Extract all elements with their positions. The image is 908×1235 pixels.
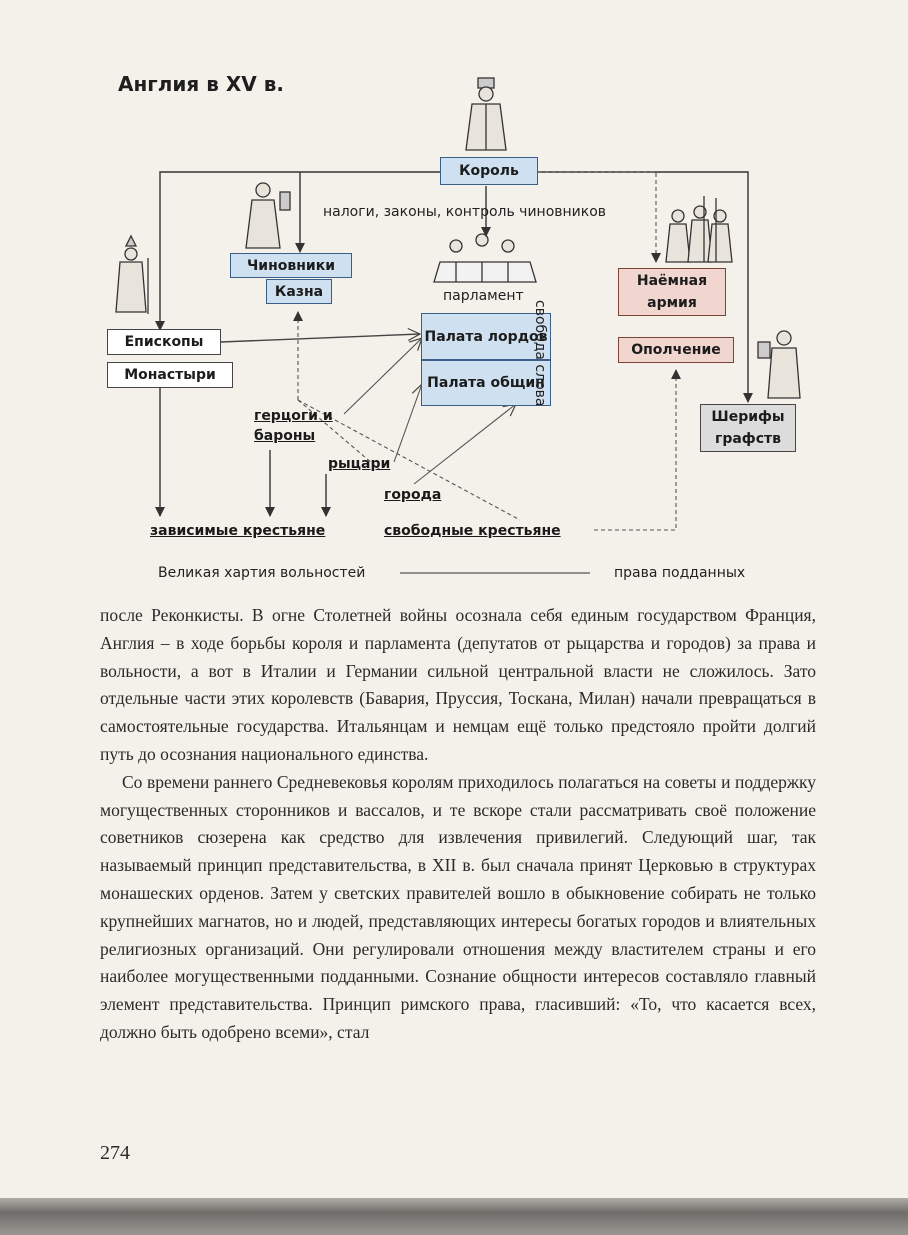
sheriff-figure-icon bbox=[757, 330, 801, 399]
free-speech-label: свобода слова bbox=[532, 300, 548, 407]
body-text: после Реконкисты. В огне Столетней войны… bbox=[100, 602, 816, 1047]
militia-box: Ополчение bbox=[618, 337, 734, 363]
county-sheriffs-box: Шерифы графств bbox=[700, 404, 796, 452]
treasury-box: Казна bbox=[266, 279, 332, 304]
house-of-lords-box: Палата лордов bbox=[421, 313, 551, 360]
mercenary-army-box: Наёмная армия bbox=[618, 268, 726, 316]
dukes-barons-label: герцоги и бароны bbox=[254, 408, 333, 444]
free-peasants-label: свободные крестьяне bbox=[384, 523, 561, 539]
soldiers-figure-icon bbox=[665, 196, 733, 263]
taxes-laws-label: налоги, законы, контроль чиновников bbox=[323, 204, 607, 220]
dependent-peasants-label: зависимые крестьяне bbox=[150, 523, 326, 539]
bishop-figure-icon bbox=[115, 234, 149, 314]
officials-box: Чиновники bbox=[230, 253, 352, 278]
scan-bottom-edge bbox=[0, 1198, 908, 1235]
diagram-connectors bbox=[115, 77, 801, 574]
magna-carta-label: Великая хартия вольностей bbox=[158, 565, 366, 581]
paragraph-2: Со времени раннего Средневековья королям… bbox=[100, 771, 816, 1042]
page-number: 274 bbox=[100, 1142, 130, 1164]
knights-label: рыцари bbox=[328, 456, 391, 472]
diagram-title: Англия в XV в. bbox=[118, 72, 284, 96]
monasteries-box: Монастыри bbox=[107, 362, 233, 388]
house-of-commons-box: Палата общин bbox=[421, 360, 551, 406]
bishops-box: Епископы bbox=[107, 329, 221, 355]
towns-label: города bbox=[384, 487, 442, 503]
subject-rights-label: права подданных bbox=[614, 565, 746, 581]
official-figure-icon bbox=[245, 182, 291, 249]
king-box: Король bbox=[440, 157, 538, 185]
parliament-figures-icon bbox=[433, 233, 537, 283]
parliament-label: парламент bbox=[443, 288, 524, 304]
paragraph-1: после Реконкисты. В огне Столетней войны… bbox=[100, 605, 816, 764]
king-figure-icon bbox=[465, 77, 507, 151]
